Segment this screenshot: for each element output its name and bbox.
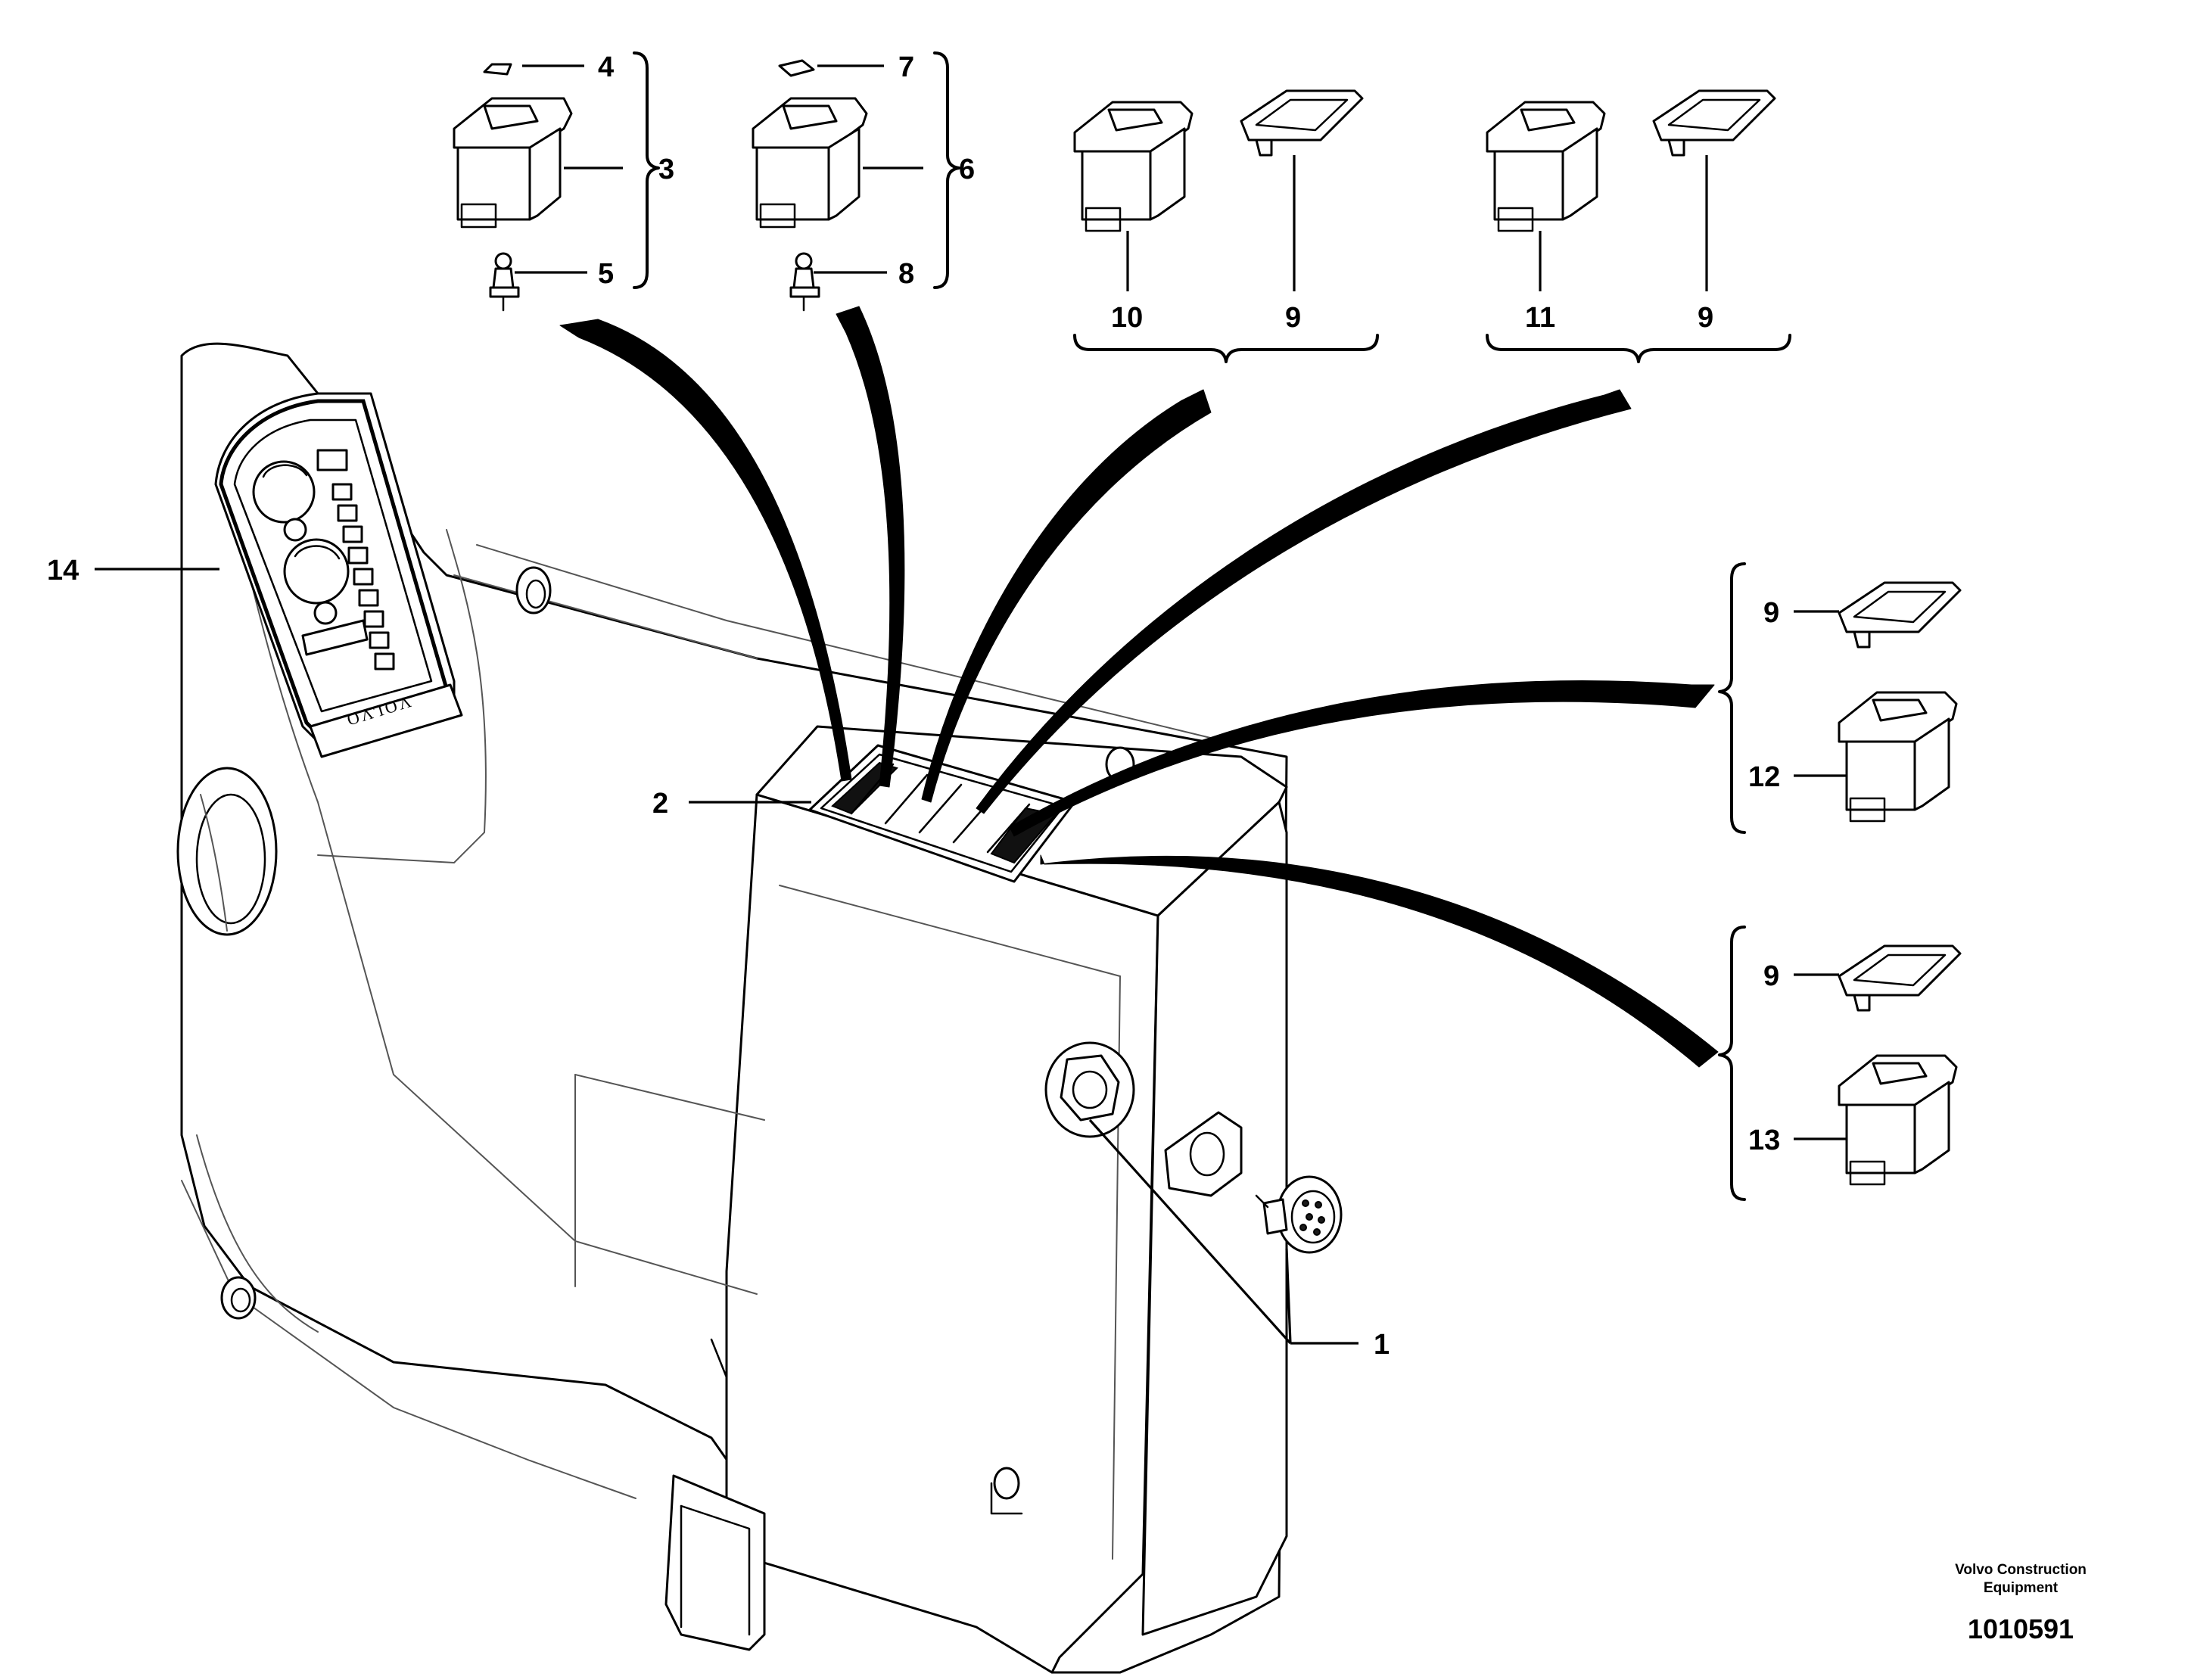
- callout-9-group-10: 9: [1285, 302, 1301, 334]
- bulb-8: [789, 252, 820, 312]
- callout-7: 7: [898, 51, 914, 83]
- blank-plate-9a: [1240, 89, 1364, 157]
- switch-10: [1073, 101, 1194, 232]
- callout-3: 3: [658, 154, 674, 185]
- callout-8: 8: [898, 258, 914, 290]
- grouping-braces: [633, 51, 1791, 1201]
- callout-12: 12: [1748, 761, 1780, 793]
- switch-13: [1838, 1054, 1958, 1186]
- document-number: 1010591: [1967, 1613, 2074, 1644]
- round-connector-plug: [1255, 1175, 1343, 1254]
- company-name: Volvo Construction Equipment: [1922, 1561, 2119, 1598]
- callout-13: 13: [1748, 1125, 1780, 1156]
- callout-9-group-11: 9: [1698, 302, 1713, 334]
- callout-10: 10: [1111, 302, 1143, 334]
- callout-11: 11: [1525, 302, 1555, 334]
- callout-5: 5: [598, 258, 614, 290]
- company-name-line-1: Volvo Construction: [1955, 1562, 2087, 1578]
- callout-9-group-12: 9: [1763, 597, 1779, 629]
- switch-assembly-3: [453, 63, 573, 312]
- blank-plate-9b: [1652, 89, 1776, 157]
- callout-4: 4: [598, 51, 614, 83]
- callout-9-group-13: 9: [1763, 960, 1779, 992]
- callout-labels: 4 3 5 7 6 8 10 9 11 9 9 12 9 13 14 2 1: [47, 51, 1780, 1361]
- callout-14: 14: [47, 555, 79, 586]
- callout-2: 2: [652, 788, 668, 820]
- blank-plate-9d: [1838, 944, 1962, 1012]
- assembly-arrows: [559, 306, 1719, 1068]
- switch-12: [1838, 691, 1958, 823]
- switch-assembly-6: [752, 59, 868, 312]
- instrument-panel: VOLVO: [214, 392, 463, 758]
- blank-plate-9c: [1838, 581, 1962, 649]
- connector-parts: [1044, 1041, 1343, 1254]
- switch-11: [1486, 101, 1606, 232]
- company-name-line-2: Equipment: [1983, 1580, 2059, 1596]
- bulb-5: [489, 252, 520, 312]
- callout-1: 1: [1374, 1329, 1390, 1361]
- callout-6: 6: [959, 154, 975, 185]
- leader-lines: [95, 64, 1847, 1345]
